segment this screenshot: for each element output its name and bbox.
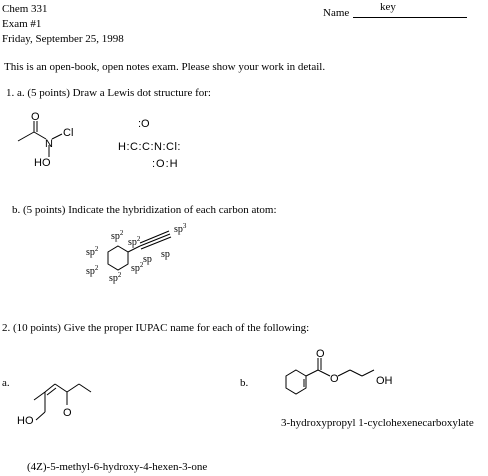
hybrid-sp3-label: sp3 [174, 222, 187, 235]
q2a-o-label: O [63, 407, 72, 419]
date-label: Friday, September 25, 1998 [2, 33, 124, 45]
q2b-label: b. [240, 377, 249, 389]
q1a-prompt: 1. a. (5 points) Draw a Lewis dot struct… [6, 87, 211, 99]
q2b-ester-o-label: O [330, 373, 339, 385]
q2-prompt: 2. (10 points) Give the proper IUPAC nam… [2, 322, 310, 334]
hybrid-sp2-left-upper: sp2 [86, 245, 99, 258]
hybrid-sp2-right-lower: sp2 [131, 261, 144, 274]
name-value: key [380, 1, 396, 13]
q1a-cl-label: Cl [63, 127, 73, 139]
hybrid-sp2-ipso: sp2 [128, 235, 141, 248]
q2b-carbonyl-o-label: O [316, 348, 325, 360]
q2a-ho-label: HO [17, 415, 34, 427]
q1a-ho-label: HO [34, 157, 51, 169]
exam-label: Exam #1 [2, 18, 42, 30]
q1b-benzene-ring [107, 230, 172, 271]
q2a-skeletal-structure [33, 383, 92, 421]
hybrid-sp2-left-lower: sp2 [86, 264, 99, 277]
lewis-line-3: :O:H [152, 158, 179, 170]
q2b-skeletal-structure [285, 358, 375, 395]
intro-text: This is an open-book, open notes exam. P… [4, 61, 326, 73]
q2b-answer: 3-hydroxypropyl 1-cyclohexenecarboxylate [281, 417, 474, 429]
q2b-oh-label: OH [376, 375, 393, 387]
q1a-o-label: O [31, 111, 40, 123]
q1b-prompt: b. (5 points) Indicate the hybridization… [12, 204, 277, 216]
q2a-label: a. [2, 377, 10, 389]
course-label: Chem 331 [2, 3, 48, 15]
lewis-line-1: :O [138, 118, 150, 130]
lewis-line-2: H:C:C:N:Cl: [118, 141, 181, 153]
q2a-answer: (4Z)-5-methyl-6-hydroxy-4-hexen-3-one [27, 461, 208, 473]
hybrid-sp2-top: sp2 [111, 229, 124, 242]
name-underline [353, 17, 467, 18]
q1a-n-label: N [45, 138, 53, 150]
q1a-skeletal-structure [17, 121, 63, 157]
hybrid-sp2-bottom: sp2 [109, 271, 122, 284]
name-label: Name [323, 7, 350, 19]
hybrid-sp-alkyne-1: sp [143, 254, 152, 265]
hybrid-sp-alkyne-2: sp [161, 249, 170, 260]
